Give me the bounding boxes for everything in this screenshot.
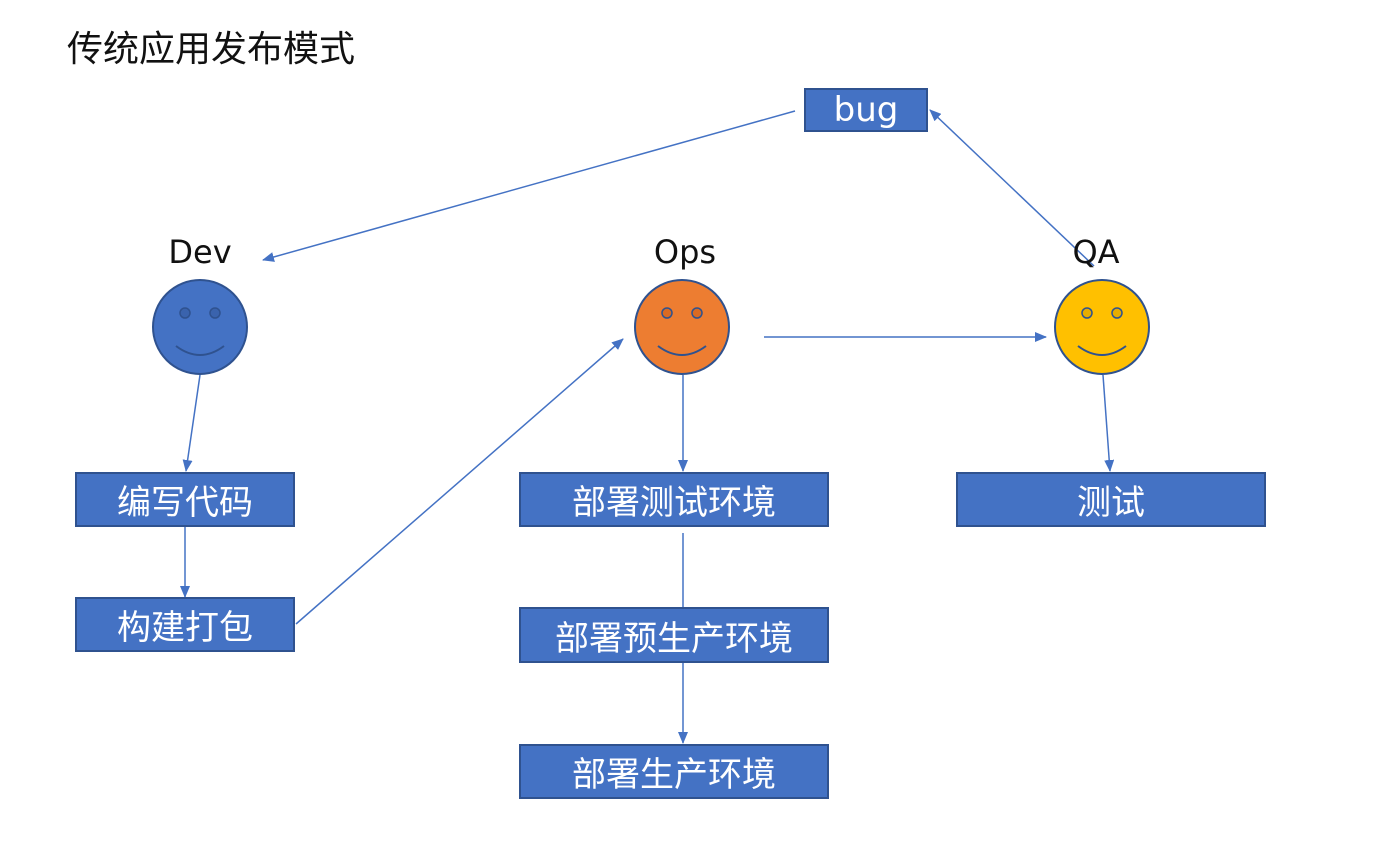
- ops-smiley-icon: [634, 279, 730, 375]
- test-box: 测试: [956, 472, 1266, 527]
- dev-smiley-icon: [152, 279, 248, 375]
- arrow-dev-to-write-code: [182, 374, 201, 472]
- write-code-box: 编写代码: [75, 472, 295, 527]
- arrow-build-to-ops: [295, 338, 624, 625]
- arrow-qa-to-bug: [929, 109, 1095, 267]
- qa-smiley-icon: [1054, 279, 1150, 375]
- arrow-qa-to-test: [1102, 374, 1115, 472]
- deploy-preprod-env-box: 部署预生产环境: [519, 607, 829, 663]
- ops-label: Ops: [653, 233, 717, 271]
- deploy-test-env-box: 部署测试环境: [519, 472, 829, 527]
- dev-label: Dev: [168, 233, 232, 271]
- deploy-prod-env-box: 部署生产环境: [519, 744, 829, 799]
- qa-label: QA: [1072, 233, 1120, 271]
- arrow-bug-to-dev: [262, 110, 796, 262]
- build-package-box: 构建打包: [75, 597, 295, 652]
- bug-box: bug: [804, 88, 928, 132]
- page-title: 传统应用发布模式: [67, 29, 356, 70]
